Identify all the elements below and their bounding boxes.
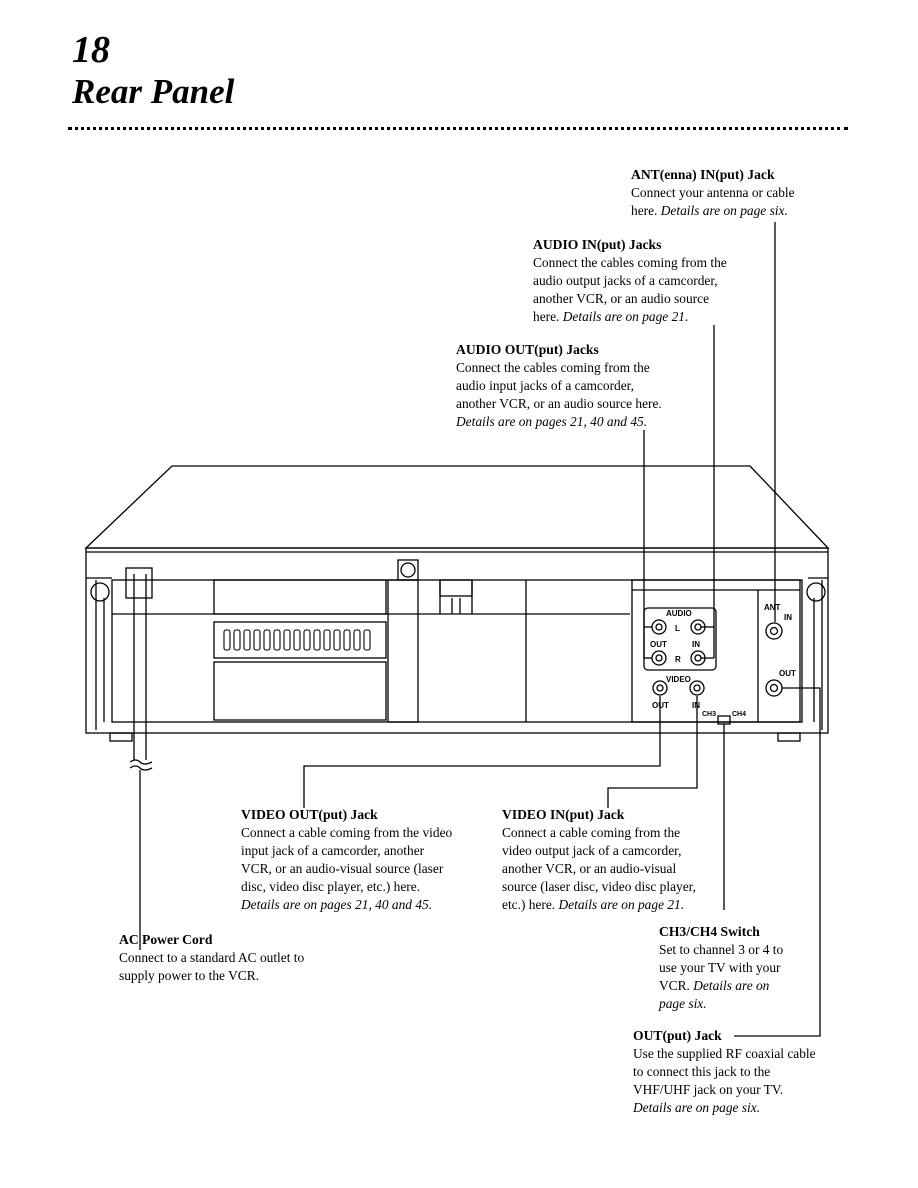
callout-line: to connect this jack to the bbox=[633, 1064, 771, 1079]
ant-in-label: IN bbox=[784, 613, 792, 622]
callout-video-in: VIDEO IN(put) Jack Connect a cable comin… bbox=[502, 806, 696, 914]
callout-line: video output jack of a camcorder, bbox=[502, 843, 682, 858]
ant-in-jack bbox=[765, 622, 783, 640]
callout-detail: Details are on pages 21, 40 and 45. bbox=[456, 414, 648, 429]
callout-line: another VCR, or an audio-visual bbox=[502, 861, 677, 876]
callout-ch-switch: CH3/CH4 Switch Set to channel 3 or 4 to … bbox=[659, 923, 783, 1013]
rf-out-label: OUT bbox=[779, 669, 796, 678]
callout-detail: Details are on page 21. bbox=[562, 309, 689, 324]
callout-heading: AUDIO IN(put) Jacks bbox=[533, 237, 662, 252]
callout-line: audio output jacks of a camcorder, bbox=[533, 273, 718, 288]
callout-ac-power: AC Power Cord Connect to a standard AC o… bbox=[119, 931, 304, 985]
callout-audio-out: AUDIO OUT(put) Jacks Connect the cables … bbox=[456, 341, 662, 431]
callout-audio-in: AUDIO IN(put) Jacks Connect the cables c… bbox=[533, 236, 727, 326]
callout-heading: AUDIO OUT(put) Jacks bbox=[456, 342, 599, 357]
callout-heading: AC Power Cord bbox=[119, 932, 213, 947]
callout-line: audio input jacks of a camcorder, bbox=[456, 378, 634, 393]
callout-line: here. bbox=[631, 203, 658, 218]
callout-line: Connect to a standard AC outlet to bbox=[119, 950, 305, 965]
left-screw-icon bbox=[90, 582, 110, 602]
ch4-label: CH4 bbox=[732, 711, 746, 718]
callout-detail: Details are on page 21. bbox=[558, 897, 685, 912]
ant-label: ANT bbox=[764, 603, 781, 612]
center-screw-icon bbox=[400, 562, 416, 578]
vent-grille bbox=[213, 621, 387, 659]
callout-detail: Details are on page six. bbox=[660, 203, 788, 218]
callout-line: etc.) here. bbox=[502, 897, 556, 912]
callout-line: another VCR, or an audio source here. bbox=[456, 396, 662, 411]
callout-video-out: VIDEO OUT(put) Jack Connect a cable comi… bbox=[241, 806, 452, 914]
power-cord-socket bbox=[125, 567, 153, 599]
dotted-divider bbox=[68, 127, 848, 130]
callout-line: use your TV with your bbox=[659, 960, 781, 975]
callout-line: Connect a cable coming from the video bbox=[241, 825, 453, 840]
vcr-top-outline bbox=[84, 465, 830, 549]
callout-heading: VIDEO OUT(put) Jack bbox=[241, 807, 378, 822]
page-number: 18 bbox=[72, 29, 110, 71]
audio-r-label: R bbox=[675, 655, 681, 664]
vent-slots bbox=[223, 629, 371, 651]
callout-ant-in: ANT(enna) IN(put) Jack Connect your ante… bbox=[631, 166, 795, 220]
callout-line: Connect the cables coming from the bbox=[456, 360, 650, 375]
callout-detail: Details are on bbox=[693, 978, 770, 993]
video-in-label: IN bbox=[692, 701, 700, 710]
callout-detail: Details are on pages 21, 40 and 45. bbox=[241, 897, 433, 912]
page-title: Rear Panel bbox=[72, 72, 235, 111]
audio-out-l-jack bbox=[651, 619, 667, 635]
rear-panel-outline bbox=[85, 547, 829, 734]
callout-heading: ANT(enna) IN(put) Jack bbox=[631, 167, 775, 182]
right-screw-icon bbox=[806, 582, 826, 602]
callout-line: Set to channel 3 or 4 to bbox=[659, 942, 784, 957]
callout-line: supply power to the VCR. bbox=[119, 968, 259, 983]
callout-heading: OUT(put) Jack bbox=[633, 1028, 722, 1043]
callout-line: VCR. bbox=[659, 978, 690, 993]
callout-heading: CH3/CH4 Switch bbox=[659, 924, 760, 939]
rf-out-leader bbox=[734, 687, 821, 1037]
rf-out-jack bbox=[765, 679, 783, 697]
audio-in-label: IN bbox=[692, 640, 700, 649]
audio-out-r-jack bbox=[651, 650, 667, 666]
video-out-label: OUT bbox=[652, 701, 669, 710]
callout-heading: VIDEO IN(put) Jack bbox=[502, 807, 625, 822]
audio-label: AUDIO bbox=[666, 609, 692, 618]
video-in-leader bbox=[607, 696, 698, 808]
callout-line: Use the supplied RF coaxial cable bbox=[633, 1046, 816, 1061]
audio-l-label: L bbox=[675, 624, 680, 633]
video-in-jack bbox=[689, 680, 705, 696]
audio-out-label: OUT bbox=[650, 640, 667, 649]
video-out-leader bbox=[303, 696, 661, 808]
video-label: VIDEO bbox=[666, 675, 691, 684]
jack-panel bbox=[631, 579, 801, 723]
callout-line: Connect a cable coming from the bbox=[502, 825, 681, 840]
callout-line: input jack of a camcorder, another bbox=[241, 843, 425, 858]
ch3-ch4-switch bbox=[717, 715, 731, 725]
callout-line: Connect the cables coming from the bbox=[533, 255, 727, 270]
callout-detail: page six. bbox=[659, 996, 707, 1011]
callout-line: source (laser disc, video disc player, bbox=[502, 879, 696, 894]
callout-detail: Details are on page six. bbox=[633, 1100, 761, 1115]
video-out-jack bbox=[652, 680, 668, 696]
callout-rf-out: OUT(put) Jack Use the supplied RF coaxia… bbox=[633, 1027, 816, 1117]
callout-line: VCR, or an audio-visual source (laser bbox=[241, 861, 444, 876]
callout-line: here. bbox=[533, 309, 560, 324]
callout-line: disc, video disc player, etc.) here. bbox=[241, 879, 421, 894]
callout-line: Connect your antenna or cable bbox=[631, 185, 795, 200]
callout-line: VHF/UHF jack on your TV. bbox=[633, 1082, 784, 1097]
callout-line: another VCR, or an audio source bbox=[533, 291, 710, 306]
ch3-label: CH3 bbox=[702, 711, 716, 718]
